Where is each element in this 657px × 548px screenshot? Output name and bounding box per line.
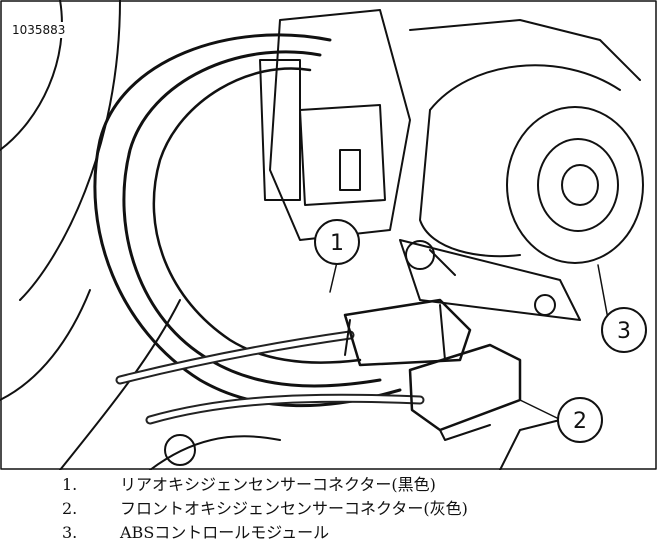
figure-id: 1035883: [10, 22, 68, 38]
legend-item-3: 3. ABSコントロールモジュール: [0, 522, 657, 544]
legend-text: リアオキシジェンセンサーコネクター(黒色): [120, 475, 436, 494]
legend-number: 3.: [62, 523, 78, 542]
callout-circle-2: [557, 397, 603, 443]
callout-circle-1: [314, 219, 360, 265]
legend-item-2: 2. フロントオキシジェンセンサーコネクター(灰色): [0, 498, 657, 520]
line-drawing: 1 2 3: [0, 0, 657, 470]
technical-illustration: 1 2 3 1035883: [0, 0, 657, 470]
callout-label-2: 2: [573, 409, 587, 434]
callout-label-1: 1: [330, 231, 344, 256]
legend-item-1: 1. リアオキシジェンセンサーコネクター(黒色): [0, 474, 657, 496]
callout-label-3: 3: [617, 319, 631, 344]
legend-number: 1.: [62, 475, 78, 494]
legend-text: ABSコントロールモジュール: [120, 523, 330, 542]
callout-circle-3: [601, 307, 647, 353]
legend-text: フロントオキシジェンセンサーコネクター(灰色): [120, 499, 468, 518]
parts-legend: 1. リアオキシジェンセンサーコネクター(黒色) 2. フロントオキシジェンセン…: [0, 470, 657, 548]
legend-number: 2.: [62, 499, 78, 518]
